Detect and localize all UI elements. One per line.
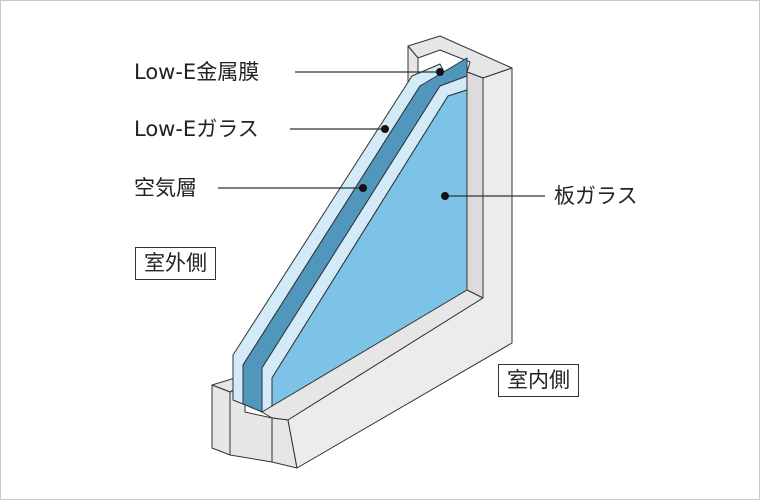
- plate-glass-pane: [271, 89, 468, 411]
- marker-dot-plate-glass: [441, 192, 449, 200]
- marker-dot-metal-film: [436, 68, 444, 76]
- frame-post-inner: [466, 71, 484, 299]
- label-lowe-glass: Low-Eガラス: [134, 117, 259, 141]
- frame-front-face: [287, 67, 513, 469]
- marker-dot-lowe-glass: [381, 125, 389, 133]
- frame-left-rail-end: [211, 384, 231, 456]
- label-plate-glass: 板ガラス: [554, 184, 638, 208]
- label-lowe-metal-film: Low-E金属膜: [134, 60, 260, 84]
- label-outdoor-side: 室外側: [135, 247, 216, 280]
- label-indoor-side: 室内側: [498, 364, 579, 397]
- marker-dot-air-layer: [359, 184, 367, 192]
- label-air-layer: 空気層: [134, 176, 197, 200]
